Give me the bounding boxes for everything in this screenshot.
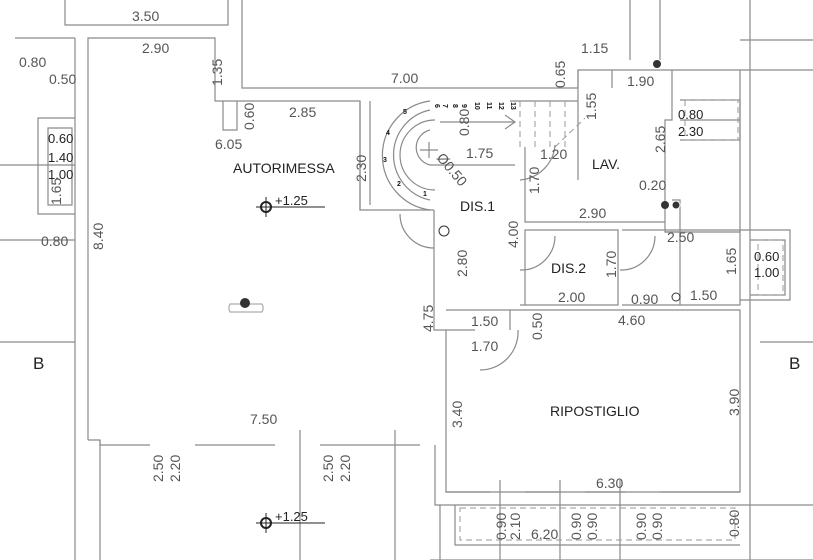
dimension: 1.65 (48, 178, 64, 205)
dimension: 0.90 (633, 513, 649, 540)
dimension: 7.00 (391, 70, 418, 86)
dimension: 0.20 (639, 177, 666, 193)
dimension: 1.70 (471, 338, 498, 354)
dimension: 0.80 (19, 54, 46, 70)
dimension: 1.00 (48, 167, 73, 182)
dimension: 6.05 (215, 136, 242, 152)
dimension: 0.80 (678, 107, 703, 122)
dimension: 1.90 (627, 73, 654, 89)
step-number: 2 (397, 181, 401, 188)
room-dis1: DIS.1 (460, 198, 495, 214)
horizontal-dimensions: 3.50 2.90 0.80 0.50 7.00 2.85 6.05 1.15 … (19, 8, 779, 542)
step-number: 4 (386, 130, 390, 137)
dimension: 2.65 (652, 126, 668, 153)
step-number: 13 (509, 102, 516, 110)
level-garage: +1.25 (275, 193, 308, 208)
dimension: 0.80 (41, 233, 68, 249)
dimension: 2.50 (320, 455, 336, 482)
step-number: 5 (403, 109, 407, 116)
dimension: 2.90 (579, 205, 606, 221)
dimension: 2.00 (558, 289, 585, 305)
dimension: 0.50 (529, 313, 545, 340)
stair (381, 100, 656, 371)
step-number: 7 (441, 104, 448, 108)
dimension: 1.35 (209, 59, 225, 86)
dimension: 2.30 (353, 155, 369, 182)
step-number: 1 (423, 191, 427, 198)
dimension: 0.60 (48, 131, 73, 146)
dimension: 1.75 (466, 145, 493, 161)
dimension: 0.60 (754, 249, 779, 264)
step-number: 10 (473, 102, 480, 110)
dimension: 2.20 (167, 455, 183, 482)
dimension: 2.80 (454, 250, 470, 277)
dimension: 6.30 (596, 475, 623, 491)
dimension: 7.50 (250, 411, 277, 427)
dimension: 2.10 (507, 513, 523, 540)
room-garage: AUTORIMESSA (233, 160, 335, 176)
dimension: 0.60 (241, 103, 257, 130)
dimension: 6.20 (531, 526, 558, 542)
step-number: 11 (485, 102, 492, 110)
step-number: 8 (451, 104, 458, 108)
dimension: 0.90 (631, 291, 658, 307)
dimension: 1.50 (690, 287, 717, 303)
room-labels: AUTORIMESSA DIS.1 DIS.2 LAV. RIPOSTIGLIO… (33, 156, 800, 524)
section-mark-left: B (33, 354, 44, 373)
room-lav: LAV. (592, 156, 620, 172)
dimension: 1.20 (540, 146, 567, 162)
dimension: 1.40 (48, 150, 73, 165)
dimension: 2.20 (337, 455, 353, 482)
section-mark-right: B (789, 354, 800, 373)
dimension: 1.55 (583, 93, 599, 120)
step-number: 9 (460, 104, 467, 108)
dimension: 4.75 (420, 305, 436, 332)
dimension: 0.90 (568, 513, 584, 540)
dimension: 8.40 (90, 223, 106, 250)
dimension: 1.65 (723, 248, 739, 275)
dimension: 2.50 (150, 455, 166, 482)
room-storage: RIPOSTIGLIO (550, 403, 640, 419)
dimension: 4.60 (618, 312, 645, 328)
dimension: 0.80 (456, 109, 472, 136)
dimension: 2.90 (142, 40, 169, 56)
dimension: 1.50 (471, 313, 498, 329)
step-number: 12 (497, 102, 504, 110)
dimension: 2.85 (289, 104, 316, 120)
dimension: 4.00 (505, 221, 521, 248)
room-dis2: DIS.2 (551, 260, 586, 276)
symbols (228, 60, 681, 533)
dimension: 1.00 (754, 265, 779, 280)
dashed-elements (459, 99, 784, 541)
stair-step-numbers: 1 2 3 4 5 6 7 8 9 10 11 12 13 (383, 102, 516, 198)
level-outside: +1.25 (275, 509, 308, 524)
dimension: 0.90 (493, 513, 509, 540)
dimension: 3.90 (726, 389, 742, 416)
step-number: 3 (383, 157, 387, 164)
dimension: 0.65 (552, 61, 568, 88)
dimension: 1.70 (526, 167, 542, 194)
dimension: 0.50 (49, 71, 76, 87)
dimension: 3.40 (449, 401, 465, 428)
dimension: 0.80 (726, 510, 742, 537)
dimension: 0.90 (584, 513, 600, 540)
dimension: 0.90 (649, 513, 665, 540)
vertical-dimensions: 1.35 0.60 0.65 1.55 2.65 2.30 0.80 Ø0.50… (48, 59, 742, 540)
dimension: 1.70 (603, 251, 619, 278)
dimension: 2.50 (667, 229, 694, 245)
dimension: 2.30 (678, 124, 703, 139)
dimension: 3.50 (132, 8, 159, 24)
step-number: 6 (433, 104, 440, 108)
dimension: 1.15 (581, 40, 608, 56)
